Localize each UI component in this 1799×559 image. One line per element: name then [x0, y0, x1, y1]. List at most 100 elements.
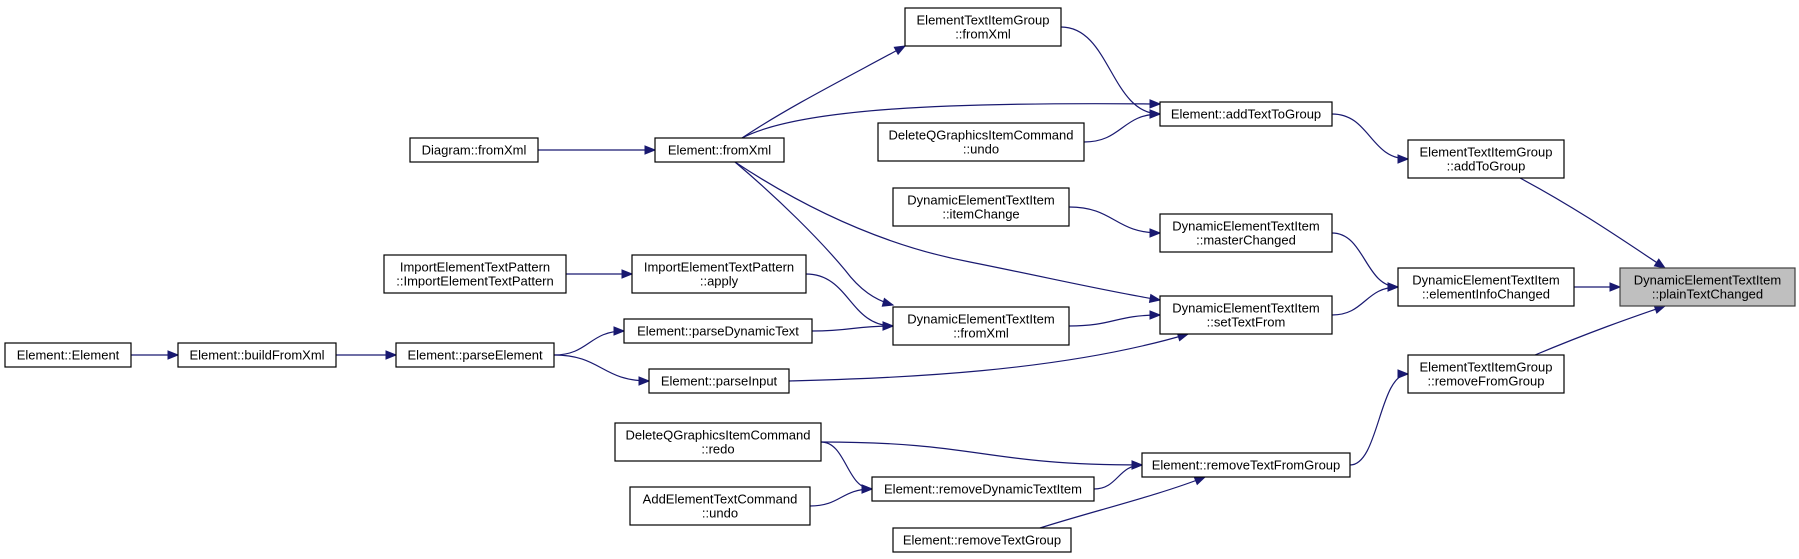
edge-parseElement-to-parseDynamicText: [553, 326, 626, 356]
node-box: [4, 342, 132, 368]
node-label: ::redo: [701, 442, 734, 457]
node-addToGroup[interactable]: ElementTextItemGroup::addToGroup: [1407, 139, 1565, 179]
node-box: [904, 7, 1062, 47]
node-box: [871, 476, 1095, 502]
node-delUndo[interactable]: DeleteQGraphicsItemCommand::undo: [877, 122, 1085, 162]
edge-line: [1068, 206, 1161, 234]
node-elFromXml[interactable]: Element::fromXml: [654, 137, 785, 163]
arrowhead-icon: [861, 484, 874, 494]
node-label: ::elementInfoChanged: [1422, 287, 1550, 302]
node-label: ElementTextItemGroup: [1420, 360, 1553, 375]
node-label: DynamicElementTextItem: [1172, 301, 1319, 316]
node-label: Element::parseElement: [407, 348, 543, 363]
edge-removeFromGroup-to-plainTextChanged: [1534, 304, 1667, 356]
edge-patCtor-to-patApply: [565, 269, 634, 279]
edge-diagFromXml-to-elFromXml: [537, 145, 657, 155]
edge-line: [553, 354, 650, 382]
arrowhead-icon: [644, 145, 657, 155]
node-label: DeleteQGraphicsItemCommand: [626, 428, 811, 443]
node-box: [623, 318, 813, 344]
node-label: ElementTextItemGroup: [917, 13, 1050, 28]
node-removeFromGroup[interactable]: ElementTextItemGroup::removeFromGroup: [1407, 354, 1565, 394]
edge-removeDynamicTextItem-to-removeTextFromGroup: [1093, 460, 1144, 490]
node-box: [1407, 354, 1565, 394]
node-parseDynamicText[interactable]: Element::parseDynamicText: [623, 318, 813, 344]
node-removeTextFromGroup[interactable]: Element::removeTextFromGroup: [1141, 452, 1351, 478]
node-masterChanged[interactable]: DynamicElementTextItem::masterChanged: [1159, 213, 1333, 253]
node-box: [1619, 267, 1796, 307]
node-box: [648, 368, 790, 394]
edge-addUndo-to-removeDynamicTextItem: [809, 484, 874, 507]
node-label: ::itemChange: [942, 207, 1019, 222]
node-box: [1407, 139, 1565, 179]
arrowhead-icon: [1149, 109, 1162, 119]
node-label: DynamicElementTextItem: [907, 312, 1054, 327]
node-label: DynamicElementTextItem: [1634, 273, 1781, 288]
node-box: [892, 527, 1072, 553]
node-label: DynamicElementTextItem: [907, 193, 1054, 208]
edge-line: [741, 103, 1161, 139]
node-diagFromXml[interactable]: Diagram::fromXml: [409, 137, 539, 163]
edge-addToGroup-to-plainTextChanged: [1519, 177, 1667, 269]
edge-line: [1060, 26, 1161, 115]
node-label: Element::removeTextFromGroup: [1152, 458, 1341, 473]
node-addUndo[interactable]: AddElementTextCommand::undo: [629, 486, 811, 526]
node-box: [383, 254, 567, 294]
node-label: Element::buildFromXml: [189, 348, 324, 363]
node-patCtor[interactable]: ImportElementTextPattern::ImportElementT…: [383, 254, 567, 294]
edge-line: [734, 161, 1161, 301]
node-label: ImportElementTextPattern: [400, 260, 550, 275]
arrowhead-icon: [1387, 282, 1400, 292]
node-box: [892, 187, 1070, 227]
node-elCtor[interactable]: Element::Element: [4, 342, 132, 368]
node-label: Element::parseDynamicText: [637, 324, 799, 339]
node-box: [614, 422, 822, 462]
node-box: [1397, 267, 1575, 307]
edge-delUndo-to-addTextToGroup: [1083, 109, 1162, 143]
edge-line: [1083, 113, 1161, 143]
graph-nodes: DynamicElementTextItem::plainTextChanged…: [4, 7, 1796, 553]
edge-line: [805, 273, 894, 327]
node-label: DeleteQGraphicsItemCommand: [889, 128, 1074, 143]
node-removeDynamicTextItem[interactable]: Element::removeDynamicTextItem: [871, 476, 1095, 502]
edge-line: [1534, 305, 1666, 356]
arrowhead-icon: [621, 269, 634, 279]
node-dynFromXml[interactable]: DynamicElementTextItem::fromXml: [892, 306, 1070, 346]
node-setTextFrom[interactable]: DynamicElementTextItem::setTextFrom: [1159, 295, 1333, 335]
node-grpFromXml[interactable]: ElementTextItemGroup::fromXml: [904, 7, 1062, 47]
node-buildFromXml[interactable]: Element::buildFromXml: [177, 342, 337, 368]
node-label: ElementTextItemGroup: [1420, 145, 1553, 160]
node-elementInfoChanged[interactable]: DynamicElementTextItem::elementInfoChang…: [1397, 267, 1575, 307]
edge-line: [1519, 177, 1666, 269]
edge-elementInfoChanged-to-plainTextChanged: [1574, 282, 1622, 292]
node-label: Element::removeDynamicTextItem: [884, 482, 1082, 497]
edge-line: [1039, 476, 1206, 529]
node-parseElement[interactable]: Element::parseElement: [395, 342, 555, 368]
node-delRedo[interactable]: DeleteQGraphicsItemCommand::redo: [614, 422, 822, 462]
arrowhead-icon: [1149, 228, 1162, 238]
node-box: [1159, 213, 1333, 253]
arrowhead-icon: [1149, 310, 1162, 320]
edge-line: [820, 441, 1143, 466]
edge-parseDynamicText-to-dynFromXml: [811, 321, 895, 332]
arrowhead-icon: [1397, 369, 1410, 379]
node-label: ::fromXml: [955, 27, 1011, 42]
node-parseInput[interactable]: Element::parseInput: [648, 368, 790, 394]
node-label: ImportElementTextPattern: [644, 260, 794, 275]
node-label: Element::parseInput: [661, 374, 778, 389]
node-box: [395, 342, 555, 368]
node-patApply[interactable]: ImportElementTextPattern::apply: [631, 254, 807, 294]
node-itemChange[interactable]: DynamicElementTextItem::itemChange: [892, 187, 1070, 227]
node-addTextToGroup[interactable]: Element::addTextToGroup: [1159, 101, 1333, 127]
arrowhead-icon: [881, 297, 895, 307]
edge-line: [1331, 113, 1409, 160]
node-label: ::undo: [702, 506, 738, 521]
node-label: Element::addTextToGroup: [1171, 107, 1321, 122]
node-label: ::masterChanged: [1196, 233, 1296, 248]
arrowhead-icon: [167, 350, 180, 360]
edge-line: [811, 325, 894, 332]
node-removeTextGroup[interactable]: Element::removeTextGroup: [892, 527, 1072, 553]
node-label: Diagram::fromXml: [422, 143, 527, 158]
edge-line: [1068, 314, 1161, 327]
